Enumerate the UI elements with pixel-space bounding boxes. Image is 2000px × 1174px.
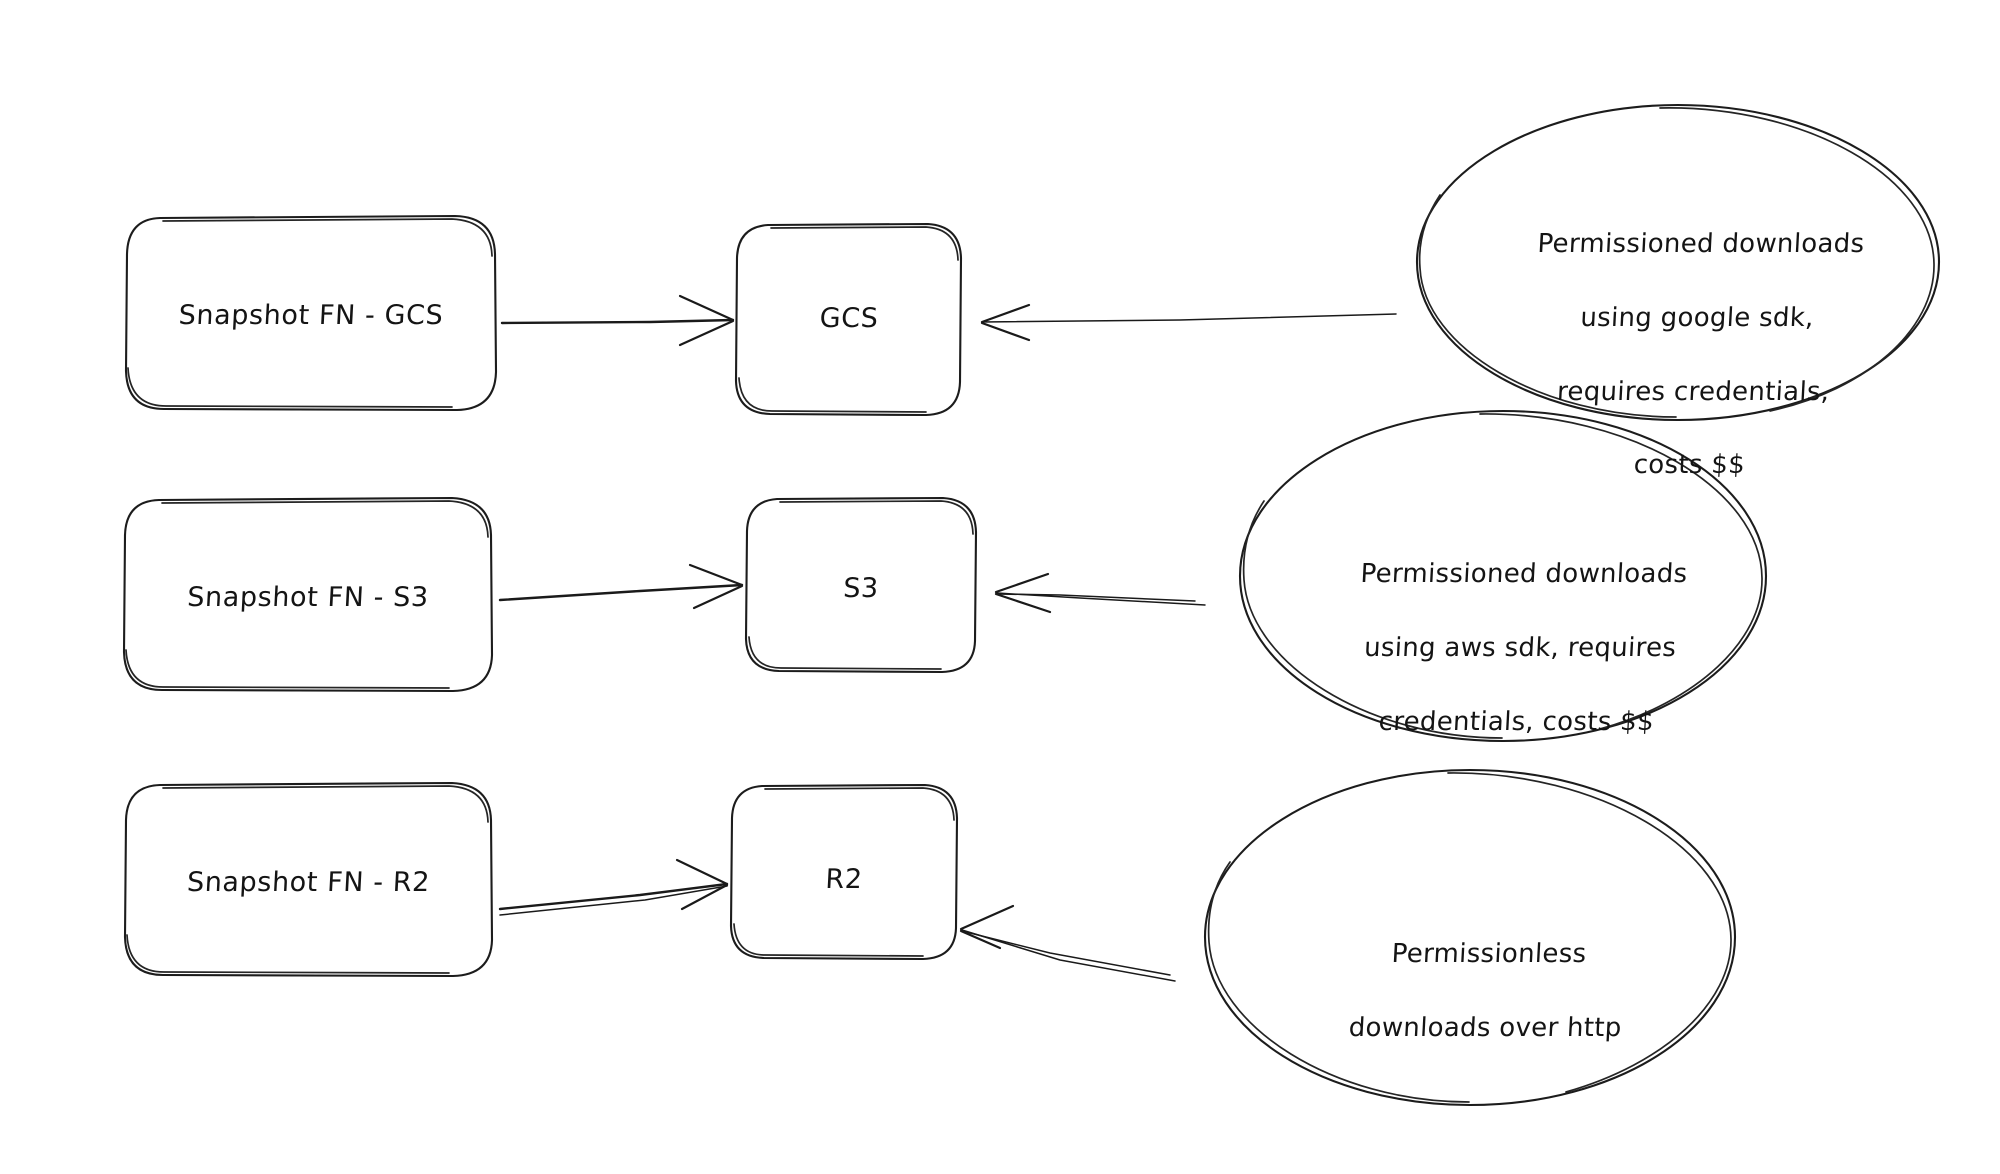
node-snapshot-fn-gcs[interactable]: [124, 214, 498, 412]
arrow-snapshot-r2-to-r2: [498, 858, 729, 916]
node-gcs[interactable]: [734, 222, 963, 417]
node-s3[interactable]: [744, 496, 978, 674]
arrow-snapshot-gcs-to-gcs: [500, 294, 735, 347]
node-snapshot-fn-s3[interactable]: [122, 496, 494, 693]
arrow-note-s3-to-s3: [994, 572, 1206, 614]
note-ellipse-r2: [1203, 768, 1737, 1107]
arrow-snapshot-s3-to-s3: [498, 563, 744, 610]
node-r2[interactable]: [729, 783, 959, 961]
arrow-note-r2-to-r2: [959, 904, 1176, 982]
note-ellipse-gcs: [1415, 103, 1941, 422]
arrow-note-gcs-to-gcs: [980, 303, 1397, 342]
note-ellipse-s3: [1238, 409, 1768, 743]
node-snapshot-fn-r2[interactable]: [123, 781, 494, 978]
